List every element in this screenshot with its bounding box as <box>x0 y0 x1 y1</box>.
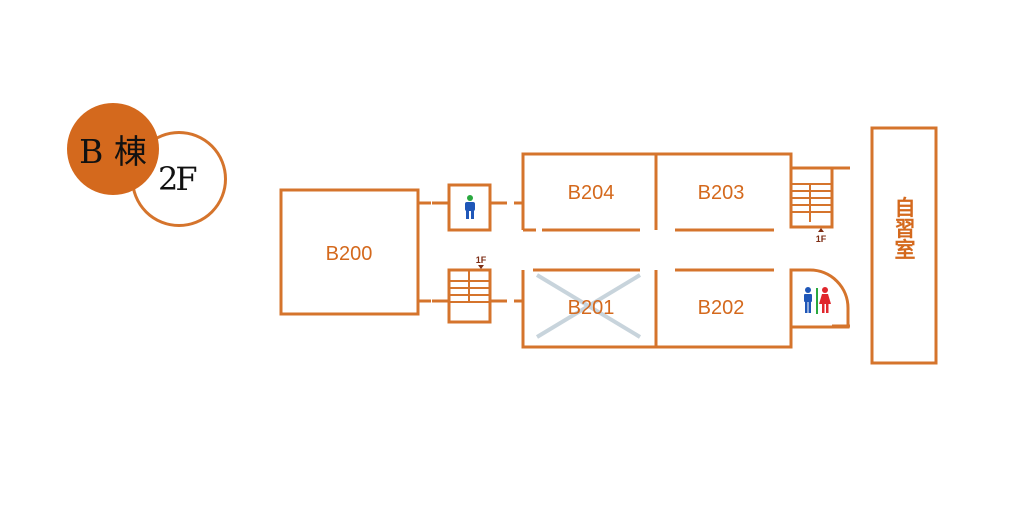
label-study-room: 自習室 <box>892 196 916 260</box>
label-b203: B203 <box>698 182 745 204</box>
label-b202: B202 <box>698 297 745 319</box>
label-b200: B200 <box>326 243 373 265</box>
label-b204: B204 <box>568 182 615 204</box>
restroom-icon <box>804 287 831 314</box>
label-b201: B201 <box>568 297 615 319</box>
building-label: B 棟 <box>79 132 147 171</box>
closed-cross-icon <box>535 273 642 339</box>
restroom[interactable] <box>789 268 850 329</box>
room-study[interactable] <box>870 126 938 365</box>
elevator-room[interactable] <box>447 183 492 232</box>
svg-text:1F: 1F <box>816 234 827 244</box>
building-badge: B 棟 <box>67 103 159 195</box>
room-b200[interactable] <box>279 188 420 316</box>
person-icon <box>465 195 475 219</box>
stair-tag-left: 1F <box>476 255 487 269</box>
floor-label: 2F <box>158 160 198 198</box>
stair-tag-right: 1F <box>816 228 827 244</box>
svg-text:1F: 1F <box>476 255 487 265</box>
